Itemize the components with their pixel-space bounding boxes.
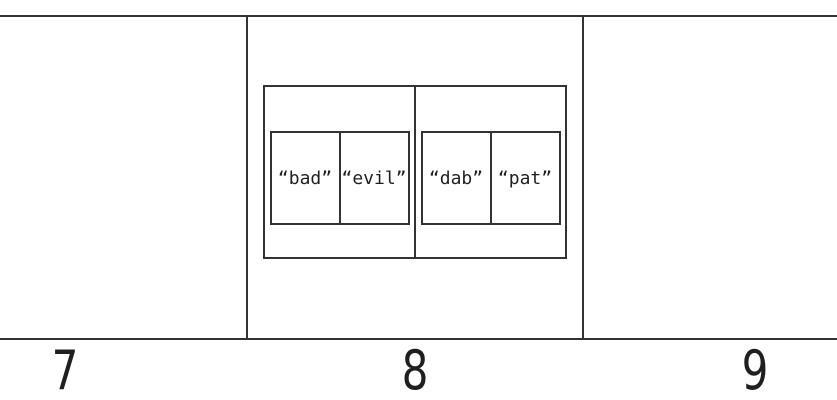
string-value: “dab” [428, 167, 484, 189]
string-value: “pat” [497, 167, 553, 189]
entry-slot-0: “bad” “evil” [265, 87, 416, 257]
bucket-index-9: 9 [741, 338, 769, 400]
string-value: “bad” [277, 167, 333, 189]
bucket-index-8: 8 [401, 338, 429, 400]
pair-box-1: “dab” “pat” [420, 131, 561, 225]
pair-0-key-cell: “bad” [272, 133, 341, 223]
table-top-border-line [0, 15, 837, 17]
pair-1-value-cell: “pat” [492, 133, 559, 223]
bucket-8-entry-array-box: “bad” “evil” “dab” “pat” [263, 85, 567, 259]
entry-slot-1: “dab” “pat” [416, 87, 565, 257]
bucket-divider-left [246, 15, 248, 340]
pair-1-key-cell: “dab” [423, 133, 492, 223]
table-bottom-border-line [0, 338, 837, 340]
pair-0-value-cell: “evil” [341, 133, 408, 223]
string-value: “evil” [341, 167, 407, 189]
pair-box-0: “bad” “evil” [269, 131, 410, 225]
bucket-index-7: 7 [51, 338, 79, 400]
bucket-divider-right [582, 15, 584, 340]
